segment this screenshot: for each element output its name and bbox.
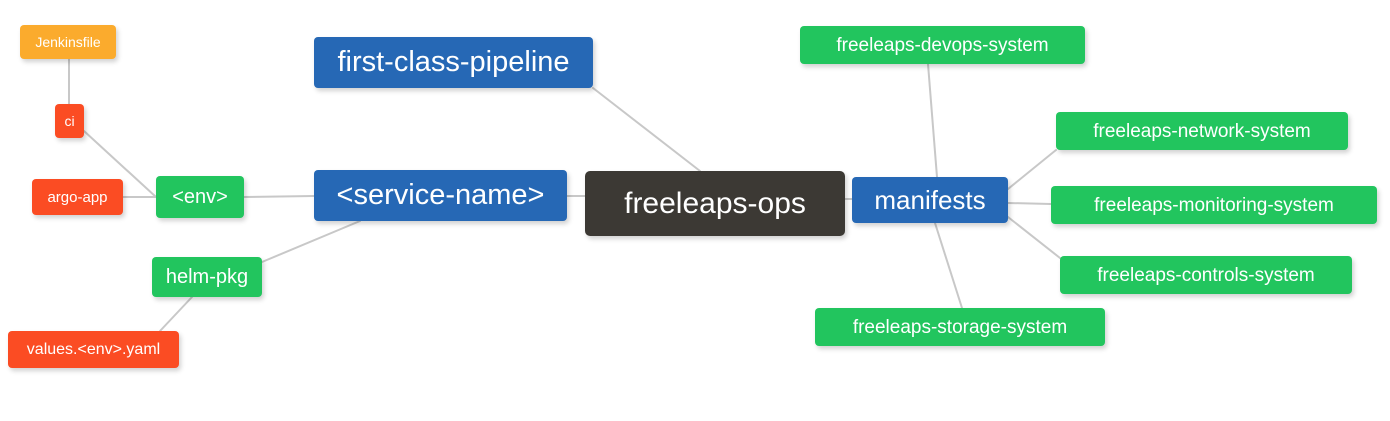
mindmap-node-label: Jenkinsfile	[35, 34, 101, 50]
mindmap-node-freeleaps-network-system[interactable]: freeleaps-network-system	[1056, 112, 1348, 150]
mindmap-node-argo-app[interactable]: argo-app	[32, 179, 123, 215]
mindmap-node-ci[interactable]: ci	[55, 104, 84, 138]
mindmap-node-label: ci	[64, 113, 75, 129]
mindmap-node-label: argo-app	[47, 188, 108, 206]
mindmap-node-label: freeleaps-controls-system	[1097, 264, 1315, 286]
edge-manifests-to-freeleaps-monitoring-system	[1007, 202, 1052, 205]
mindmap-node-first-class-pipeline[interactable]: first-class-pipeline	[314, 37, 593, 88]
mindmap-node-label: <env>	[172, 186, 228, 208]
mindmap-node-label: helm-pkg	[165, 266, 249, 288]
mindmap-node-freeleaps-devops-system[interactable]: freeleaps-devops-system	[800, 26, 1085, 64]
mindmap-node-label: <service-name>	[336, 179, 545, 211]
mindmap-node-manifests[interactable]: manifests	[852, 177, 1008, 223]
edge-values-env-yaml-to-helm-pkg	[159, 296, 193, 332]
mindmap-node-label: freeleaps-storage-system	[852, 316, 1068, 338]
edge-helm-pkg-to-service-name	[261, 220, 361, 263]
edge-first-class-pipeline-to-freeleaps-ops	[592, 87, 701, 172]
mindmap-node-label: first-class-pipeline	[337, 46, 570, 78]
mindmap-node-label: freeleaps-network-system	[1093, 120, 1311, 142]
mindmap-node-label: manifests	[874, 185, 986, 215]
mindmap-node-label: values.<env>.yaml	[26, 340, 161, 358]
mindmap-node-freeleaps-storage-system[interactable]: freeleaps-storage-system	[815, 308, 1105, 346]
mindmap-node-freeleaps-ops[interactable]: freeleaps-ops	[585, 171, 845, 236]
mindmap-node-freeleaps-controls-system[interactable]: freeleaps-controls-system	[1060, 256, 1352, 294]
edge-manifests-to-freeleaps-devops-system	[927, 63, 938, 178]
mindmap-node-freeleaps-monitoring-system[interactable]: freeleaps-monitoring-system	[1051, 186, 1377, 224]
edge-env-to-service-name	[243, 195, 315, 198]
mindmap-node-jenkinsfile[interactable]: Jenkinsfile	[20, 25, 116, 59]
edge-manifests-to-freeleaps-storage-system	[934, 222, 963, 309]
edge-manifests-to-freeleaps-network-system	[1007, 149, 1057, 190]
mindmap-node-service-name[interactable]: <service-name>	[314, 170, 567, 221]
mindmap-node-label: freeleaps-ops	[624, 186, 806, 220]
mindmap-node-helm-pkg[interactable]: helm-pkg	[152, 257, 262, 297]
mindmap-node-label: freeleaps-monitoring-system	[1094, 194, 1334, 216]
mindmap-node-values-env-yaml[interactable]: values.<env>.yaml	[8, 331, 179, 368]
mindmap-node-env[interactable]: <env>	[156, 176, 244, 218]
mindmap-node-label: freeleaps-devops-system	[836, 34, 1049, 56]
